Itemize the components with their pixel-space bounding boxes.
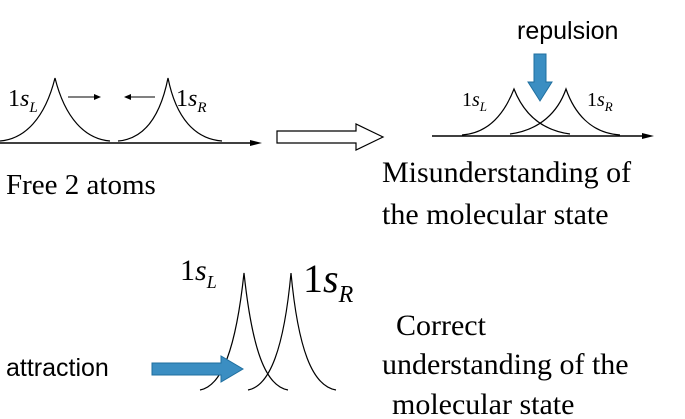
correct-caption-line2: understanding of the [382,348,629,381]
free-axis-arrowhead [250,140,262,146]
free-left-orbital-label: 1sL [8,86,38,116]
correct-caption-line3: molecular state [392,388,574,419]
correct-caption-line1: Correct [396,309,487,342]
misunderstanding-caption-line2: the molecular state [382,198,609,231]
free-right-orbital-label: 1sR [176,86,207,116]
correct-right-orbital-label: 1sR [303,256,354,308]
free-left-peak [0,77,111,142]
free-right-arrow-head [124,94,131,100]
transition-arrow [276,123,385,151]
free-right-peak [117,77,223,142]
correct-left-peak [199,272,289,391]
correct-left-orbital-label: 1sL [180,254,217,292]
free-left-arrow-head [94,94,101,100]
correct-panel: 1sL 1sR attraction Correct understanding… [6,254,629,419]
attraction-arrow [151,355,244,383]
mis-axis-arrowhead [642,133,654,139]
free-atoms-caption: Free 2 atoms [6,169,156,201]
attraction-label: attraction [6,354,109,382]
correct-right-peak [247,272,337,391]
repulsion-arrow [527,53,553,102]
misunderstanding-caption-line1: Misunderstanding of [382,156,631,189]
mis-left-orbital-label: 1sL [462,89,487,114]
free-atoms-panel: 1sL 1sR Free 2 atoms [0,77,262,201]
repulsion-label: repulsion [517,17,618,45]
mis-right-orbital-label: 1sR [587,89,613,114]
mis-left-peak [461,87,571,136]
misunderstanding-panel: 1sL 1sR repulsion Misunderstanding of th… [382,17,654,231]
mis-right-peak [509,87,621,136]
